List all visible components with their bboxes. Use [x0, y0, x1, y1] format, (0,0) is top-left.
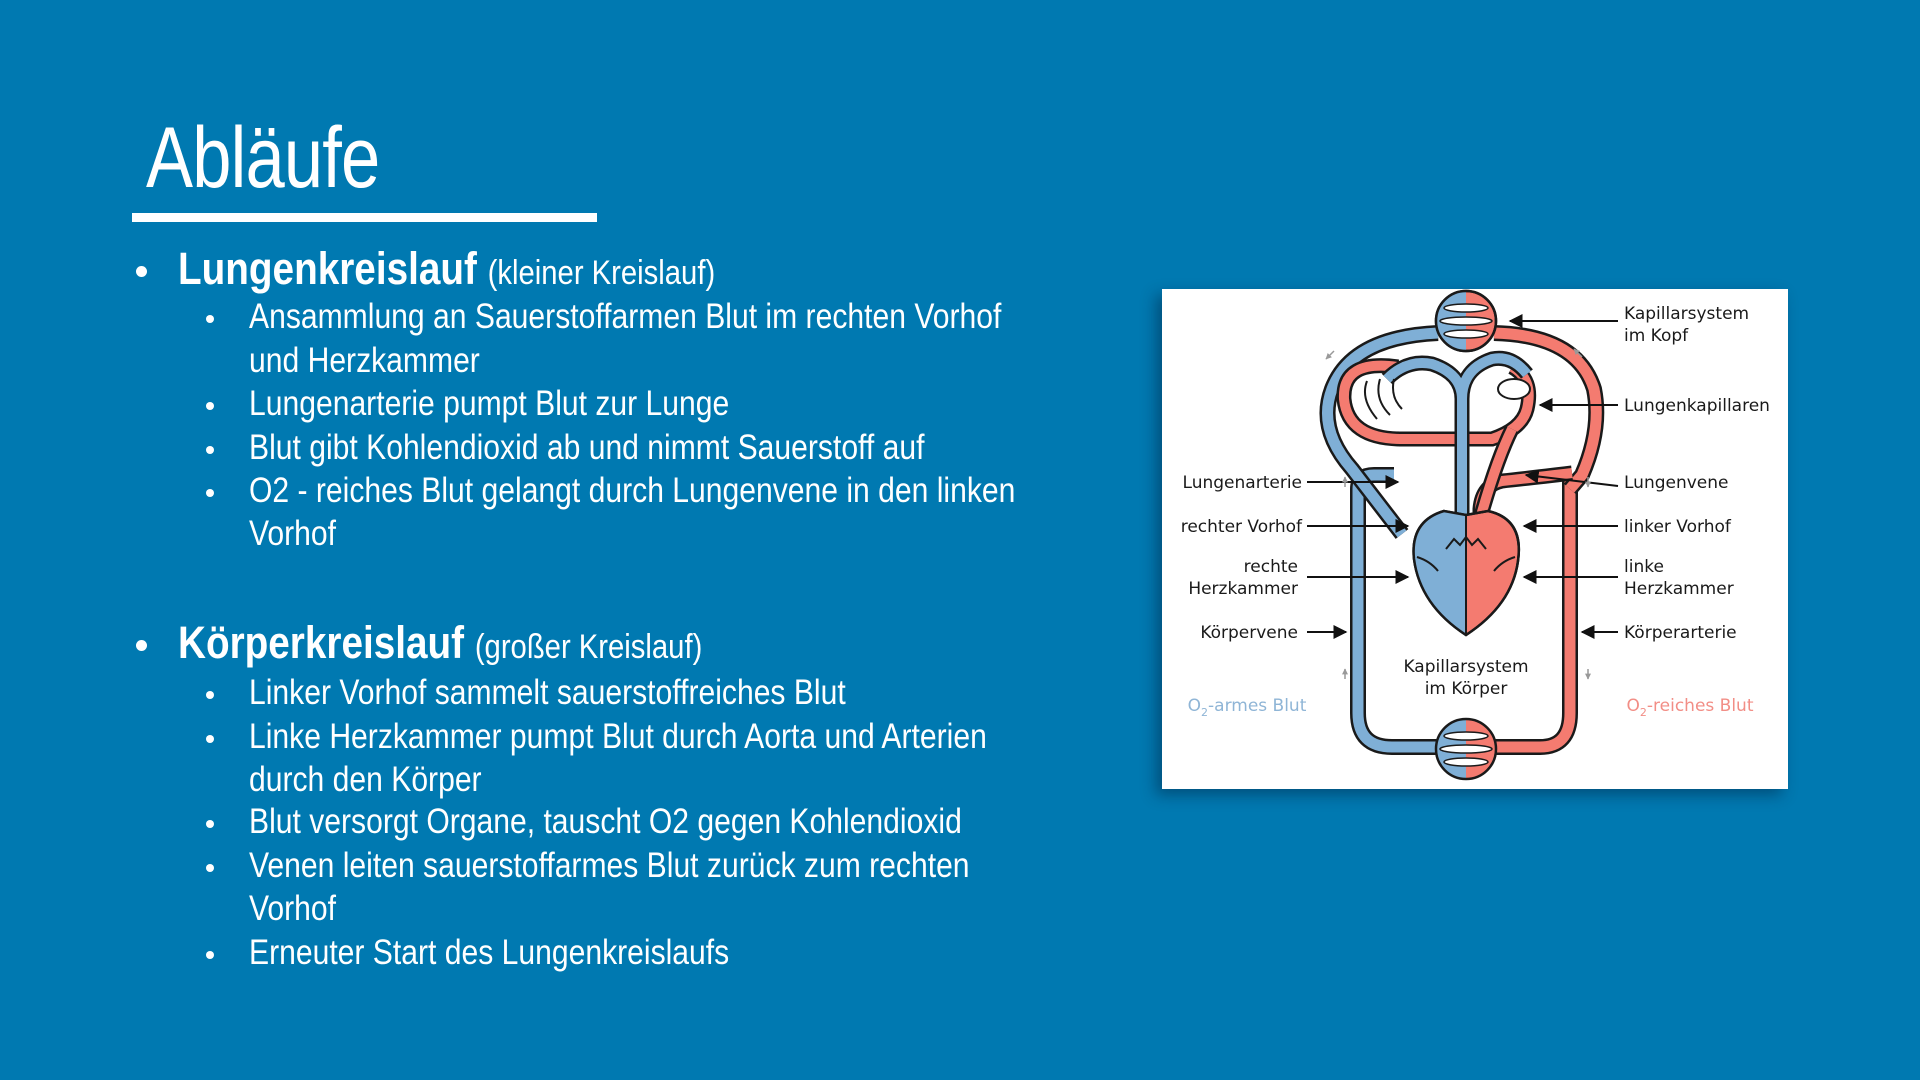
label-lungenkapillaren: Lungenkapillaren — [1624, 396, 1770, 416]
bullet-item: Ansammlung an Sauerstoffarmen Blut im re… — [249, 297, 1002, 336]
bullet-dot — [206, 951, 214, 959]
bullet-dot — [206, 315, 214, 323]
bullet-item: Venen leiten sauerstoffarmes Blut zurück… — [249, 846, 970, 885]
bullet-dot — [206, 691, 214, 699]
label-lungenvene: Lungenvene — [1624, 473, 1729, 493]
bullet-item-continuation: durch den Körper — [249, 760, 482, 799]
section-heading-koerperkreislauf: Körperkreislauf (großer Kreislauf) — [178, 617, 702, 669]
bullet-item: Erneuter Start des Lungenkreislaufs — [249, 933, 730, 972]
legend-oxygen-poor: O2-armes Blut — [1188, 696, 1307, 719]
flow-direction-arrows — [1325, 348, 1591, 680]
bullet-item-continuation: Vorhof — [249, 889, 337, 928]
koerperkreislauf-vessels — [1350, 467, 1578, 755]
label-koerpervene: Körpervene — [1200, 623, 1298, 643]
label-kapillarsystem-kopf-line1: Kapillarsystem — [1624, 304, 1749, 324]
slide-title: Abläufe — [146, 110, 380, 206]
bullet-dot — [206, 446, 214, 454]
kapillarsystem-kopf — [1434, 289, 1498, 353]
label-rechter-vorhof: rechter Vorhof — [1181, 517, 1303, 537]
bullet-dot — [206, 820, 214, 828]
bullet-dot — [206, 735, 214, 743]
bullet-dot — [136, 266, 147, 277]
bullet-item-continuation: Vorhof — [249, 514, 337, 553]
legend-oxygen-rich: O2-reiches Blut — [1627, 696, 1754, 719]
section-heading-text: Körperkreislauf — [178, 617, 465, 668]
bullet-item: Linke Herzkammer pumpt Blut durch Aorta … — [249, 717, 987, 756]
lungenvene-vessel — [1336, 358, 1537, 447]
kapillarsystem-koerper — [1434, 717, 1498, 781]
section-heading-text: Lungenkreislauf — [178, 243, 477, 294]
section-heading-lungenkreislauf: Lungenkreislauf (kleiner Kreislauf) — [178, 243, 715, 295]
circulation-diagram: Lungenarterie rechter Vorhof rechte Herz… — [1162, 289, 1788, 789]
label-linke-herzkammer-line2: Herzkammer — [1624, 579, 1734, 599]
label-lungenarterie: Lungenarterie — [1183, 473, 1302, 493]
bullet-item: O2 - reiches Blut gelangt durch Lungenve… — [249, 471, 1016, 510]
lungenkreislauf-vessels — [1336, 350, 1537, 579]
bullet-item: Linker Vorhof sammelt sauerstoffreiches … — [249, 673, 846, 712]
circulation-diagram-svg: Lungenarterie rechter Vorhof rechte Herz… — [1181, 289, 1770, 781]
bullet-dot — [206, 489, 214, 497]
bullet-item: Blut gibt Kohlendioxid ab und nimmt Saue… — [249, 428, 925, 467]
title-underline — [132, 213, 597, 222]
section-heading-note: (kleiner Kreislauf) — [487, 254, 716, 292]
section-heading-note: (großer Kreislauf) — [474, 628, 703, 666]
bullet-dot — [206, 864, 214, 872]
label-linke-herzkammer-line1: linke — [1624, 557, 1664, 577]
label-rechte-herzkammer-line1: rechte — [1244, 557, 1298, 577]
heart — [1412, 509, 1521, 637]
bullet-item: Lungenarterie pumpt Blut zur Lunge — [249, 384, 730, 423]
bullet-dot — [136, 640, 147, 651]
right-pointer-arrows — [1508, 314, 1619, 639]
label-kapillarsystem-koerper-line1: Kapillarsystem — [1403, 657, 1528, 677]
bullet-item-continuation: und Herzkammer — [249, 341, 480, 380]
bullet-dot — [206, 402, 214, 410]
bullet-list: Lungenkreislauf (kleiner Kreislauf) Ansa… — [136, 243, 1016, 972]
label-kapillarsystem-koerper-line2: im Körper — [1425, 679, 1508, 699]
bullet-item: Blut versorgt Organe, tauscht O2 gegen K… — [249, 802, 962, 841]
label-kapillarsystem-kopf-line2: im Kopf — [1624, 326, 1689, 346]
left-pointer-arrows — [1307, 475, 1410, 639]
label-koerperarterie: Körperarterie — [1624, 623, 1737, 643]
label-linker-vorhof: linker Vorhof — [1624, 517, 1732, 537]
label-rechte-herzkammer-line2: Herzkammer — [1188, 579, 1298, 599]
